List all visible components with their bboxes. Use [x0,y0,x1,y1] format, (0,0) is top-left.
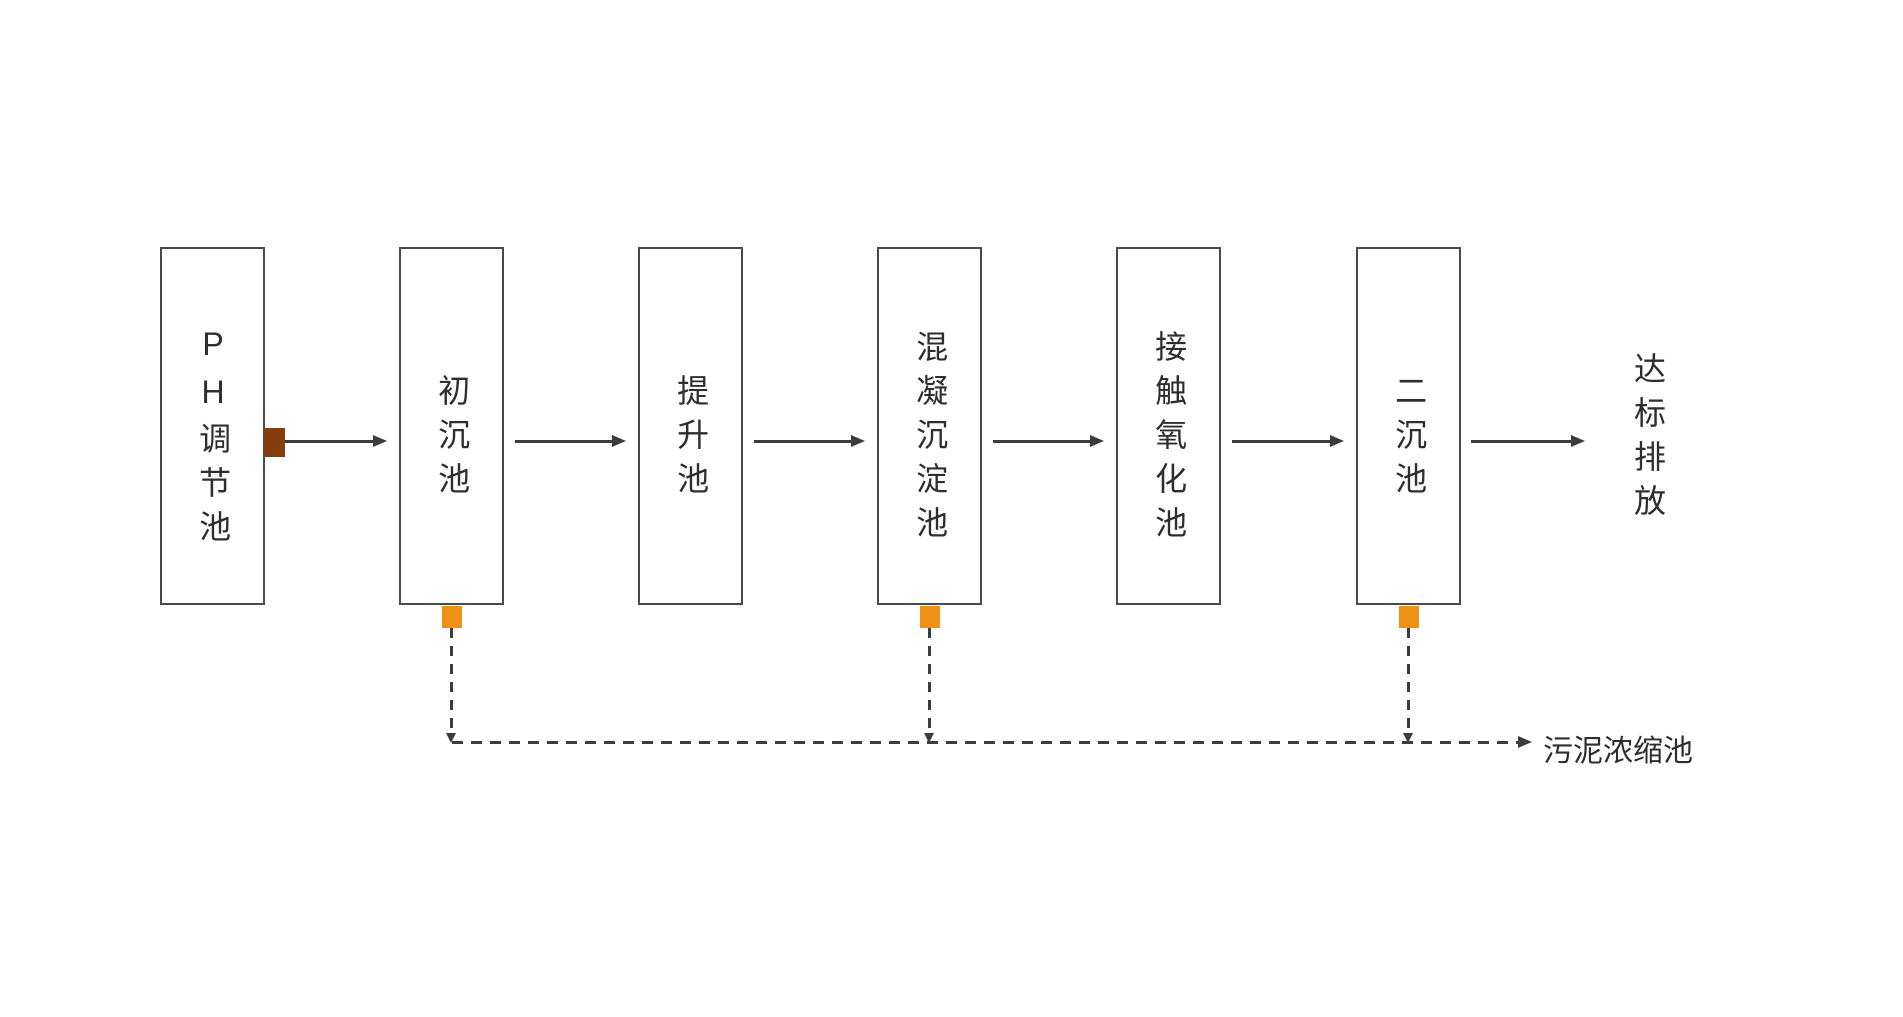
process-box-1: PH调节池 [160,247,265,605]
flow-arrow-3 [754,435,865,447]
dosing-point-marker [264,428,285,457]
sludge-dashed-line-vertical [446,628,456,743]
sludge-collector-dashed-arrow [452,736,1532,748]
flow-arrow-6 [1471,435,1585,447]
flow-arrow-4 [993,435,1104,447]
sludge-dashed-line-vertical [1403,628,1413,743]
process-box-label: 混凝沉淀池 [912,330,949,550]
process-box-label: 二沉池 [1391,374,1428,506]
flow-arrow-2 [515,435,626,447]
sludge-tank-label: 污泥浓缩池 [1543,735,1693,768]
process-box-label: PH调节池 [195,326,232,554]
sludge-outlet-marker [1398,606,1419,628]
process-box-label: 初沉池 [434,374,471,506]
sludge-outlet-marker [441,606,462,628]
process-box-label: 提升池 [673,374,710,506]
outlet-label: 达标排放 [1630,352,1666,528]
sludge-dashed-line-vertical [924,628,934,743]
flow-arrow-1 [285,435,387,447]
process-box-6: 二沉池 [1356,247,1461,605]
process-box-4: 混凝沉淀池 [877,247,982,605]
process-box-2: 初沉池 [399,247,504,605]
flow-arrow-5 [1232,435,1344,447]
process-box-label: 接触氧化池 [1151,330,1188,550]
sludge-outlet-marker [919,606,940,628]
process-box-5: 接触氧化池 [1116,247,1221,605]
process-box-3: 提升池 [638,247,743,605]
